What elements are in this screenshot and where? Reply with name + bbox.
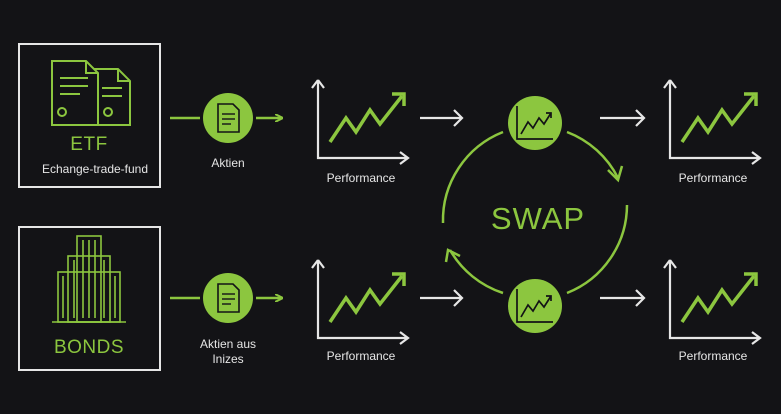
- aktien-aus-inizes-node: [203, 273, 253, 323]
- performance-chart-icon: [311, 79, 410, 165]
- aktien-node: [203, 93, 253, 143]
- performance-chart-icon: [662, 78, 762, 166]
- performance-label-bottom: Performance: [326, 349, 396, 363]
- performance-chart-icon: [310, 258, 410, 346]
- flow-arrows: [420, 109, 646, 307]
- inizes-label: Inizes: [212, 352, 244, 366]
- etf-subtitle: Echange-trade-fund: [41, 162, 149, 176]
- result-performance-label-bottom: Performance: [678, 349, 748, 363]
- swap-cycle: [441, 130, 629, 295]
- swap-label: SWAP: [490, 201, 586, 236]
- document-icon: [217, 283, 240, 313]
- etf-box: [18, 43, 161, 188]
- chart-icon: [516, 106, 553, 140]
- building-icon: [52, 235, 126, 323]
- document-icon: [217, 103, 240, 133]
- etf-title: ETF: [70, 134, 108, 155]
- documents-icon: [51, 60, 131, 126]
- aktien-label: Aktien: [211, 156, 245, 170]
- swap-top-node: [508, 96, 562, 150]
- performance-chart-icon: [662, 258, 762, 346]
- result-performance-label-top: Performance: [678, 171, 748, 185]
- swap-bottom-node: [508, 279, 562, 333]
- bonds-box: [18, 226, 161, 371]
- chart-icon: [516, 289, 553, 323]
- performance-label-top: Performance: [326, 171, 396, 185]
- bonds-title: BONDS: [53, 337, 125, 358]
- aktien-aus-label: Aktien aus: [199, 337, 257, 351]
